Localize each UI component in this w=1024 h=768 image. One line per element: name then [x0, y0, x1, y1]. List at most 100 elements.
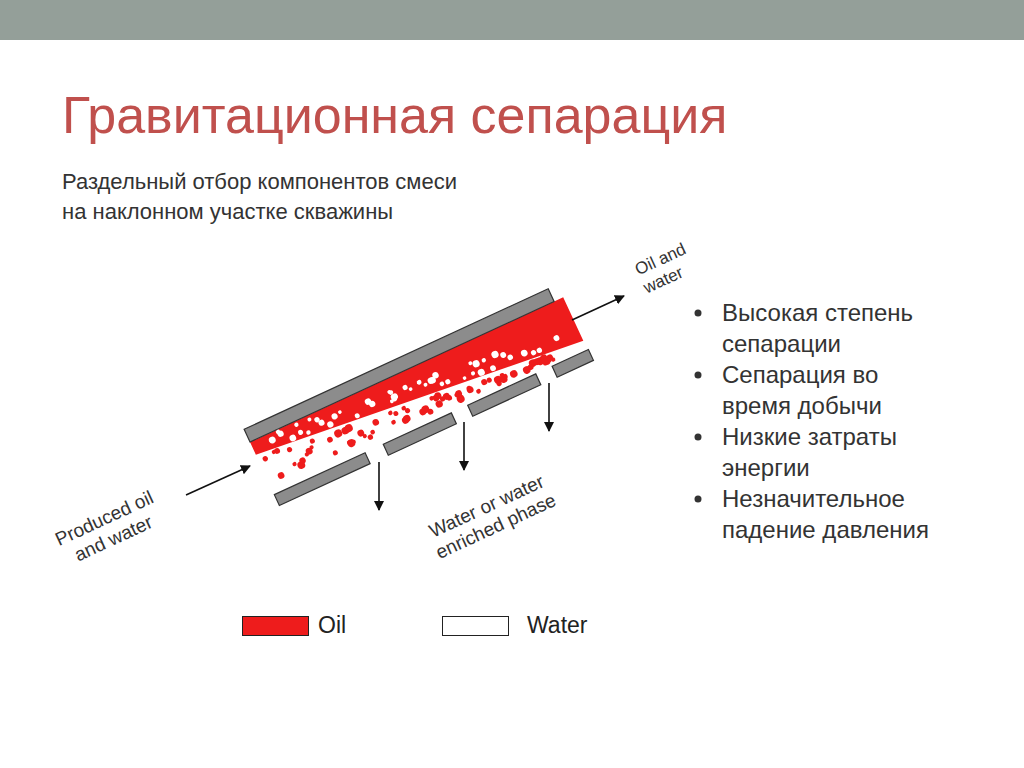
legend-swatch: [242, 616, 309, 636]
subtitle: Раздельный отбор компонентов смеси на на…: [62, 167, 462, 227]
water-outlet-arrow: [548, 383, 550, 431]
water-outlet-arrow: [463, 422, 465, 470]
legend-swatch: [442, 616, 509, 636]
droplet: [536, 347, 543, 354]
droplet: [297, 429, 304, 436]
top-bar: [0, 0, 1024, 40]
droplet: [317, 419, 325, 427]
droplet: [509, 369, 519, 379]
droplet: [371, 418, 380, 427]
droplet: [481, 357, 487, 363]
droplet: [305, 447, 314, 456]
outlet-label: Water or water enriched phase: [414, 465, 569, 568]
droplet: [522, 365, 532, 375]
bullet-dot: [695, 372, 702, 379]
droplet: [408, 387, 413, 392]
droplet: [541, 357, 549, 365]
droplet: [393, 410, 400, 417]
bullet-text: Сепарация во время добычи: [722, 359, 932, 421]
droplet: [490, 350, 500, 360]
slide-title: Гравитационная сепарация: [62, 86, 727, 146]
droplet: [477, 368, 486, 377]
droplet: [387, 410, 393, 416]
bullet-dot: [695, 434, 702, 441]
droplet: [434, 399, 444, 409]
droplet: [429, 395, 435, 401]
outflow-label: Oil and water: [632, 232, 714, 299]
droplet: [337, 410, 342, 415]
legend-text: Water: [527, 611, 588, 639]
droplet: [507, 354, 514, 361]
inflow-arrow: [186, 466, 250, 495]
droplets: [254, 306, 568, 490]
bullet-text: Незначительное падение давления: [722, 483, 962, 545]
outflow-arrow: [572, 296, 624, 320]
droplet: [454, 389, 463, 398]
droplet: [404, 407, 411, 414]
pipe-bottom-segment: [383, 413, 456, 455]
pipe-top-wall: [244, 289, 554, 442]
droplet: [421, 405, 428, 412]
droplet: [262, 455, 269, 462]
droplet: [387, 390, 392, 395]
droplet: [286, 446, 293, 453]
droplet: [520, 349, 529, 358]
droplet: [530, 349, 537, 356]
oil-layer: [250, 297, 583, 485]
droplet: [466, 385, 475, 394]
bullet-dot: [695, 310, 702, 317]
droplet: [370, 429, 376, 435]
droplet: [486, 377, 493, 384]
droplet: [553, 334, 561, 342]
droplet: [277, 471, 286, 480]
bullet-dot: [695, 496, 702, 503]
droplet: [428, 376, 437, 385]
droplet: [326, 420, 334, 428]
droplet: [402, 384, 409, 391]
droplet: [390, 392, 399, 401]
droplet: [294, 422, 300, 428]
droplet: [288, 434, 297, 443]
droplet: [307, 417, 312, 422]
droplet: [305, 430, 311, 436]
droplet: [496, 380, 503, 387]
bullet-text: Высокая степень сепарации: [722, 297, 952, 359]
droplet: [471, 359, 480, 368]
legend-text: Oil: [318, 611, 346, 639]
droplet: [332, 450, 339, 457]
inflow-label: Produced oil and water: [43, 483, 175, 575]
droplet: [468, 361, 473, 366]
droplet: [333, 428, 344, 439]
droplet: [276, 430, 284, 438]
droplet: [499, 351, 507, 359]
pipe-bottom-segment: [552, 350, 593, 378]
droplet: [367, 434, 374, 441]
pipe-bottom-segment: [468, 374, 541, 416]
droplet: [351, 439, 356, 444]
water-outlet-arrow: [378, 462, 380, 510]
droplet: [427, 408, 435, 416]
droplet: [402, 414, 412, 424]
droplet: [444, 378, 451, 385]
droplet: [423, 382, 428, 387]
droplet: [462, 376, 467, 381]
droplet: [362, 433, 367, 438]
droplet: [364, 397, 373, 406]
droplet: [298, 456, 306, 464]
droplet: [292, 461, 298, 467]
droplet: [475, 388, 481, 394]
droplet: [354, 412, 361, 419]
droplet: [343, 423, 354, 434]
droplet: [268, 436, 277, 445]
droplet: [326, 436, 334, 444]
droplet: [346, 438, 357, 449]
bullet-text: Низкие затраты энергии: [722, 421, 932, 483]
droplet: [390, 419, 396, 425]
pipe-bottom-segment: [274, 453, 370, 506]
droplet: [273, 447, 281, 455]
droplet: [489, 364, 497, 372]
droplet: [309, 438, 316, 445]
droplet: [346, 440, 352, 446]
droplet: [416, 379, 422, 385]
